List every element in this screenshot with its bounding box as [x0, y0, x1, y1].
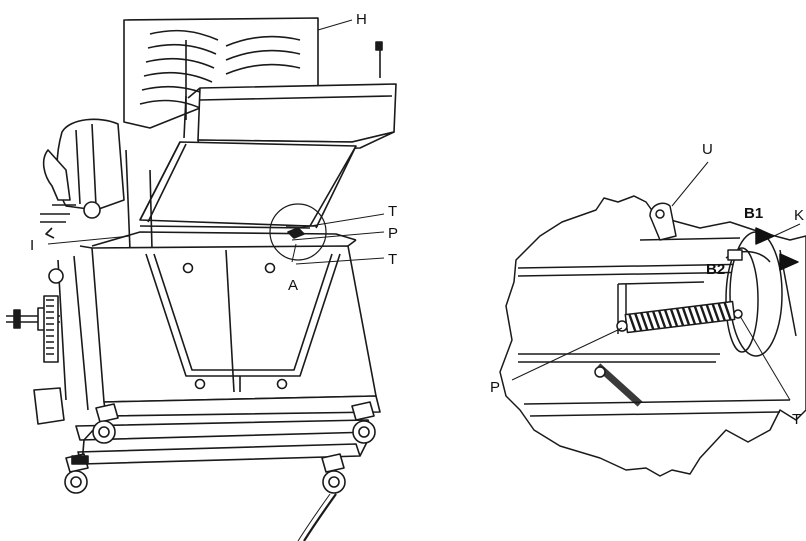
base-frame [33, 387, 381, 465]
callout-t-upper: T [388, 203, 397, 220]
power-cable [303, 493, 337, 541]
side-shaft [6, 255, 89, 411]
inclined-lid [139, 141, 357, 229]
callout-h: H [356, 11, 367, 28]
frame-upright [125, 149, 131, 251]
callout-p-left: P [388, 225, 398, 242]
spring [616, 300, 743, 334]
bracket-u [649, 202, 677, 241]
casters [64, 401, 376, 494]
right-detail-view [499, 161, 806, 477]
lower-strut [594, 363, 643, 407]
detail-leader-lines [511, 161, 801, 401]
end-plate [725, 231, 783, 357]
callout-b1: B1 [744, 205, 763, 222]
callout-p-right: P [490, 379, 500, 396]
main-body [79, 239, 377, 403]
callout-a: A [288, 277, 298, 294]
arrows [755, 227, 799, 271]
callout-t-lower: T [388, 251, 397, 268]
upper-tray [183, 83, 397, 153]
callout-b2: B2 [706, 261, 725, 278]
motor-housing [40, 118, 125, 239]
callout-i: I [30, 237, 34, 254]
detail-circle-a [269, 203, 327, 261]
lid-front-rail [91, 231, 357, 247]
left-machine-view [6, 17, 397, 541]
leader-lines [47, 19, 385, 265]
callout-t-right: T [792, 411, 801, 428]
callout-k: K [794, 207, 804, 224]
callout-u: U [702, 141, 713, 158]
